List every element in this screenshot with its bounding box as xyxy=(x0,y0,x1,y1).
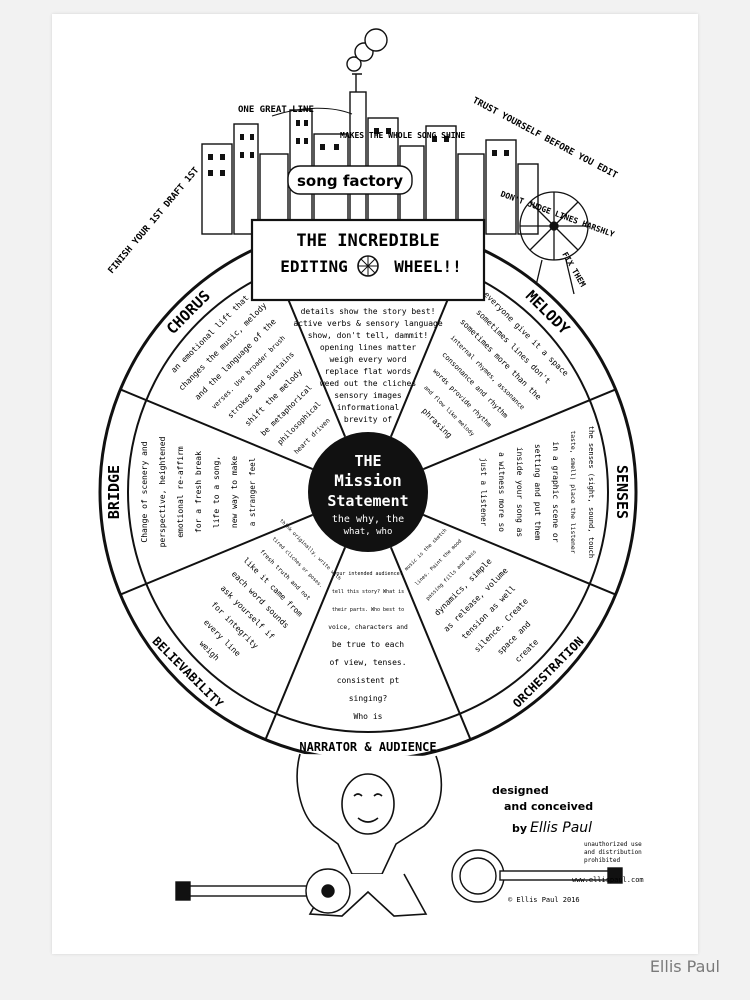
segment-note-line: life to a song, xyxy=(212,456,221,528)
wheel-title-editing: EDITING xyxy=(280,257,347,276)
segment-note-line: sensory images xyxy=(334,391,402,400)
segment-note-line: consistent pt xyxy=(337,676,400,685)
wheel-spoke xyxy=(120,514,313,596)
segment-note-line: a stranger feel xyxy=(248,458,257,527)
banner-makes-whole-song-shine: MAKES THE WHOLE SONG SHINE xyxy=(340,131,465,140)
segment-note-line: replace flat words xyxy=(325,367,412,376)
segment-note-line: active verbs & sensory language xyxy=(293,319,442,328)
credits-and-conceived: and conceived xyxy=(504,800,593,813)
segment-note-line: just a listener xyxy=(479,458,488,527)
segment-note-line: their parts. Who best to xyxy=(332,607,404,613)
hub-line5: what, who xyxy=(344,527,393,537)
guitar-left xyxy=(175,868,351,914)
art-print: ONE GREAT LINE MAKES THE WHOLE SONG SHIN… xyxy=(52,14,698,954)
segment-label-narrator-audience: NARRATOR & AUDIENCE xyxy=(299,740,436,754)
wheel-spoke xyxy=(423,388,616,470)
editing-wheel-illustration: ONE GREAT LINE MAKES THE WHOLE SONG SHIN… xyxy=(98,28,644,917)
mission-statement-hub: THE Mission Statement the why, the what,… xyxy=(308,432,428,552)
segment-note-line: taste, smell) place the listener xyxy=(569,430,577,553)
segment-note-line: a witness more so xyxy=(497,452,506,532)
wheel-title-block: THE INCREDIBLE EDITING WHEEL!! xyxy=(250,218,486,302)
sign-fix-them: FIX THEM xyxy=(560,251,587,289)
fine-print-3: prohibited xyxy=(584,857,621,864)
segment-note-line: informational xyxy=(337,403,400,412)
segment-note-line: for a fresh break xyxy=(194,451,203,533)
segment-notes-verses: details show the story best! active verbs… xyxy=(293,307,442,424)
wheel-spoke xyxy=(264,547,346,740)
segment-note-line: Change of scenery and xyxy=(140,441,149,542)
segment-note-line: show, don't tell, dammit! xyxy=(308,331,428,340)
credits-copyright: © Ellis Paul 2016 xyxy=(508,896,580,904)
segment-note-line: voice, characters and xyxy=(328,624,408,631)
segment-note-line: weed out the cliches xyxy=(320,379,417,388)
segment-note-line: weigh every word xyxy=(329,355,406,364)
wheel-spoke xyxy=(423,514,616,596)
factory-sign-frame xyxy=(287,165,413,195)
wheel-spoke xyxy=(120,388,313,470)
segment-notes-narrator-audience: Who is singing? consistent pt of view, tens… xyxy=(328,571,408,721)
fine-print-1: unauthorized use xyxy=(584,841,642,848)
segment-label-bridge: BRIDGE xyxy=(105,465,123,519)
banner-one-great-line: ONE GREAT LINE xyxy=(238,105,314,115)
segment-note-line: perspective, heightened xyxy=(158,436,167,547)
segment-note-line: of view, tenses. xyxy=(329,658,406,667)
segment-note-line: details show the story best! xyxy=(301,307,436,316)
segment-notes-bridge: Change of scenery and perspective, height… xyxy=(140,436,257,547)
segment-note-line: the senses (sight, sound, touch xyxy=(587,426,596,558)
segment-note-line: singing? xyxy=(349,694,388,703)
artist-name[interactable]: Ellis Paul xyxy=(649,957,720,976)
credits-signature: Ellis Paul xyxy=(530,820,592,836)
credits-designed: designed xyxy=(492,784,549,797)
credits-website: www.ellispaul.com xyxy=(572,876,644,884)
segment-note-line: be true to each xyxy=(332,640,404,649)
factory-sign-text: song factory xyxy=(297,172,403,190)
sign-dont-judge: DON'T JUDGE LINES HARSHLY xyxy=(499,189,615,239)
segment-notes-senses: the senses (sight, sound, touch taste, sm… xyxy=(479,426,596,558)
fine-print-2: and distribution xyxy=(584,849,642,856)
banner-finish-first-draft: FINISH YOUR 1ST DRAFT 1ST xyxy=(107,165,202,276)
hub-line4: the why, the xyxy=(332,514,404,525)
segment-note-line: in a graphic scene or xyxy=(551,441,560,542)
hub-line3: Statement xyxy=(327,492,408,510)
segment-note-line: setting and put them xyxy=(533,444,542,541)
banjo-right xyxy=(451,849,623,903)
segment-note-line: brevity of xyxy=(344,415,392,424)
segment-label-senses: SENSES xyxy=(613,465,631,519)
hub-line1: THE xyxy=(354,452,381,470)
segment-note-line: inside your song as xyxy=(515,447,524,537)
credits-block: designed and conceived by Ellis Paul una… xyxy=(492,784,644,904)
segment-note-line: Who is xyxy=(354,712,383,721)
credits-by: by xyxy=(512,822,527,835)
segment-note-line: opening lines matter xyxy=(320,343,417,352)
segment-note-line: tell this story? What is xyxy=(332,589,404,595)
hub-line2: Mission xyxy=(334,471,401,490)
wheel-title-wheel: WHEEL!! xyxy=(394,257,461,276)
wheel-title-line1: THE INCREDIBLE xyxy=(296,231,439,251)
segment-note-line: new way to make xyxy=(230,456,239,528)
wheel-spoke xyxy=(390,547,472,740)
segment-note-line: your intended audience? xyxy=(333,571,402,577)
editing-wheel: VERSESMELODYSENSESORCHESTRATIONNARRATOR … xyxy=(98,218,638,762)
segment-note-line: emotional re-affirm xyxy=(176,446,185,538)
